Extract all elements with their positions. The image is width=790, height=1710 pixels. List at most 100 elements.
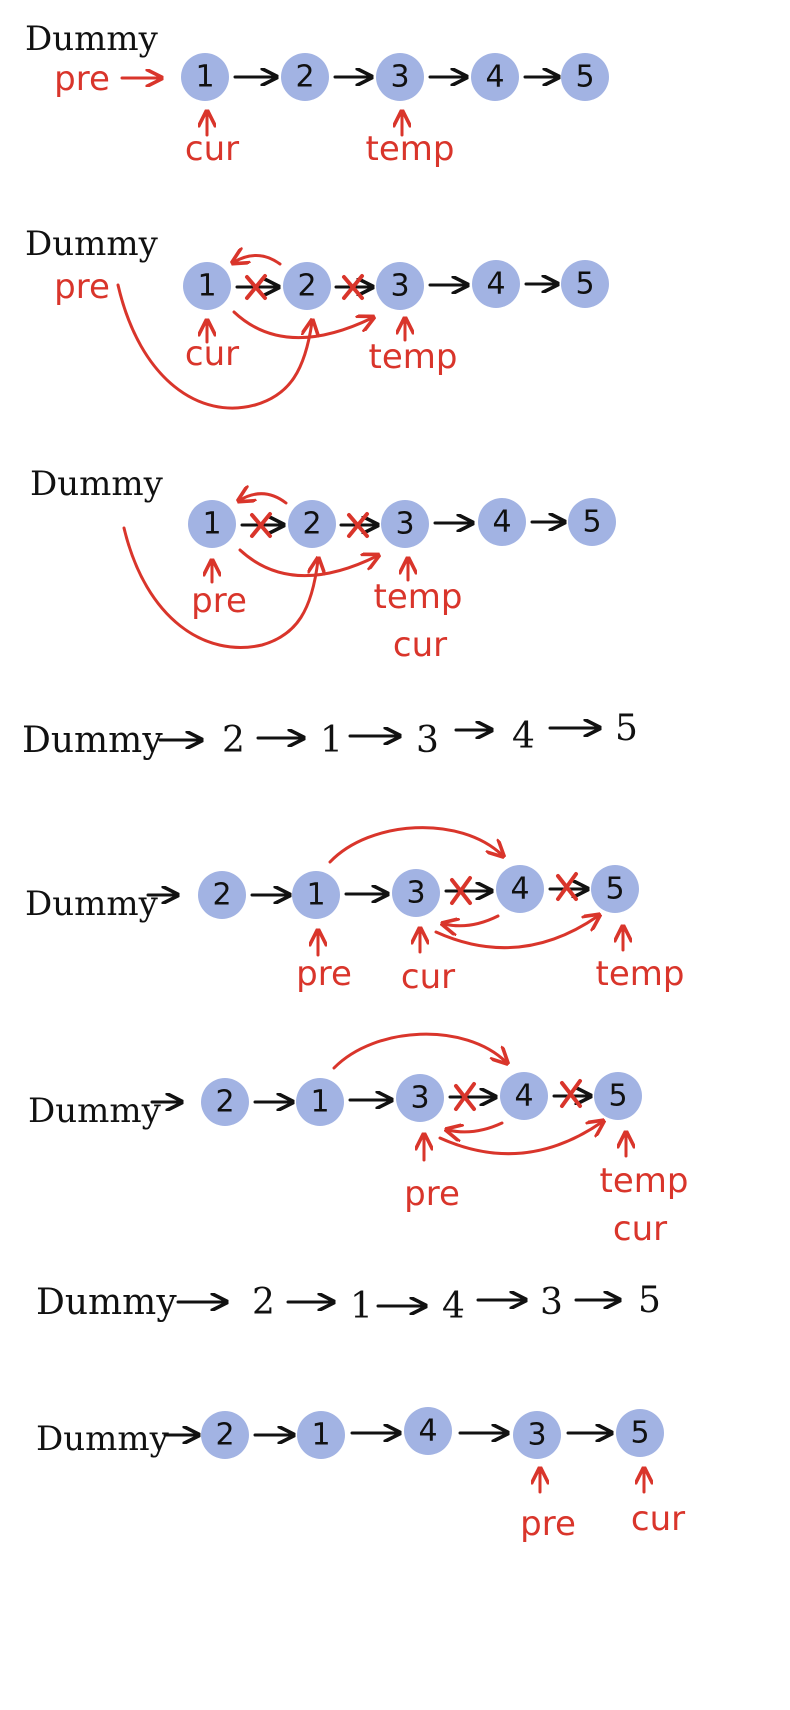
svg-text:4: 4	[514, 1079, 533, 1114]
svg-text:1: 1	[202, 507, 221, 542]
chain-item: 2	[222, 720, 245, 761]
cut-cross-icon	[347, 512, 369, 538]
list-node: 4	[472, 260, 520, 308]
list-node: 4	[471, 53, 519, 101]
pre-to-node4-arrow	[332, 1032, 506, 1070]
node3-to-node5-arrow	[438, 1122, 602, 1156]
dummy-label: Dummy	[28, 1091, 162, 1131]
svg-text:5: 5	[630, 1416, 649, 1451]
list-node: 2	[201, 1411, 249, 1459]
list-node: 1	[181, 53, 229, 101]
list-node: 1	[188, 500, 236, 548]
list-node: 5	[561, 260, 609, 308]
cur-pointer-label: cur	[393, 625, 447, 665]
svg-text:4: 4	[485, 60, 504, 95]
chain-item: 3	[540, 1282, 563, 1323]
step-2: Dummy pre 1 2 3 4 5 cur temp	[25, 224, 609, 410]
svg-text:3: 3	[395, 507, 414, 542]
svg-text:4: 4	[418, 1414, 437, 1449]
pre-pointer-label: pre	[191, 581, 247, 621]
list-node: 2	[201, 1078, 249, 1126]
node1-to-node3-arrow	[238, 548, 377, 578]
svg-text:3: 3	[390, 60, 409, 95]
temp-pointer-label: temp	[374, 577, 463, 617]
temp-pointer-label: temp	[366, 129, 455, 169]
result-chain-1: Dummy 2 1 3 4 5	[22, 708, 638, 761]
dummy-label: Dummy	[22, 720, 163, 761]
svg-text:3: 3	[406, 876, 425, 911]
reverse-link-arrow	[240, 494, 288, 505]
list-node: 5	[591, 865, 639, 913]
svg-text:2: 2	[215, 1085, 234, 1120]
step-1: Dummy pre 1 2 3 4 5 cur temp	[25, 19, 609, 169]
dummy-label: Dummy	[36, 1282, 177, 1323]
temp-pointer-label: temp	[596, 954, 685, 994]
svg-text:1: 1	[195, 60, 214, 95]
dummy-label: Dummy	[25, 884, 159, 924]
reverse-link-arrow	[444, 914, 500, 926]
list-node: 3	[376, 53, 424, 101]
pre-pointer-label: pre	[54, 267, 110, 307]
pre-pointer-label: pre	[296, 954, 352, 994]
list-node: 4	[500, 1072, 548, 1120]
chain-item: 5	[638, 1280, 661, 1321]
cur-pointer-label: cur	[185, 334, 239, 374]
reverse-link-arrow	[448, 1121, 504, 1132]
dummy-label: Dummy	[25, 224, 159, 264]
cur-pointer-label: cur	[401, 957, 455, 997]
step-5: Dummy 2 1 3 4 5 pre cur temp	[25, 826, 685, 997]
dummy-label: Dummy	[30, 464, 164, 504]
temp-pointer-label: temp	[600, 1161, 689, 1201]
svg-text:5: 5	[608, 1079, 627, 1114]
list-node: 3	[381, 500, 429, 548]
cut-cross-icon	[342, 274, 364, 300]
svg-text:1: 1	[310, 1085, 329, 1120]
dummy-label: Dummy	[36, 1419, 170, 1459]
list-node: 1	[183, 262, 231, 310]
step-6: Dummy 2 1 3 4 5 pre temp cur	[28, 1032, 689, 1249]
svg-text:1: 1	[197, 269, 216, 304]
node1-to-node3-arrow	[232, 310, 372, 340]
cut-cross-icon	[450, 876, 472, 905]
svg-text:2: 2	[212, 878, 231, 913]
pre-to-node4-arrow	[328, 826, 502, 864]
list-node: 3	[392, 869, 440, 917]
list-node: 2	[281, 53, 329, 101]
dummy-label: Dummy	[25, 19, 159, 59]
cur-pointer-label: cur	[631, 1499, 685, 1539]
cut-cross-icon	[454, 1082, 476, 1111]
list-node: 1	[296, 1078, 344, 1126]
chain-item: 1	[350, 1286, 373, 1327]
list-node: 5	[561, 53, 609, 101]
chain-item: 4	[512, 716, 535, 757]
list-node: 2	[288, 500, 336, 548]
list-node: 5	[594, 1072, 642, 1120]
list-node: 3	[376, 262, 424, 310]
list-node: 2	[198, 871, 246, 919]
step-8: Dummy 2 1 4 3 5 pre cur	[36, 1407, 685, 1544]
cut-cross-icon	[245, 274, 267, 300]
svg-text:3: 3	[390, 269, 409, 304]
list-node: 1	[292, 871, 340, 919]
list-node: 2	[283, 262, 331, 310]
chain-item: 2	[252, 1282, 275, 1323]
list-node: 5	[568, 498, 616, 546]
temp-pointer-label: temp	[369, 337, 458, 377]
svg-text:3: 3	[410, 1081, 429, 1116]
list-node: 4	[404, 1407, 452, 1455]
pre-to-node2-arrow	[116, 283, 312, 410]
list-node: 5	[616, 1409, 664, 1457]
svg-text:3: 3	[527, 1418, 546, 1453]
svg-text:4: 4	[486, 267, 505, 302]
cur-pointer-label: cur	[185, 129, 239, 169]
svg-text:4: 4	[492, 505, 511, 540]
pre-pointer-label: pre	[54, 59, 110, 99]
cut-cross-icon	[556, 872, 578, 901]
chain-item: 3	[416, 720, 439, 761]
svg-text:2: 2	[297, 269, 316, 304]
chain-item: 4	[442, 1286, 465, 1327]
svg-text:5: 5	[575, 60, 594, 95]
list-node: 3	[396, 1074, 444, 1122]
pre-to-node2-arrow	[122, 526, 318, 649]
